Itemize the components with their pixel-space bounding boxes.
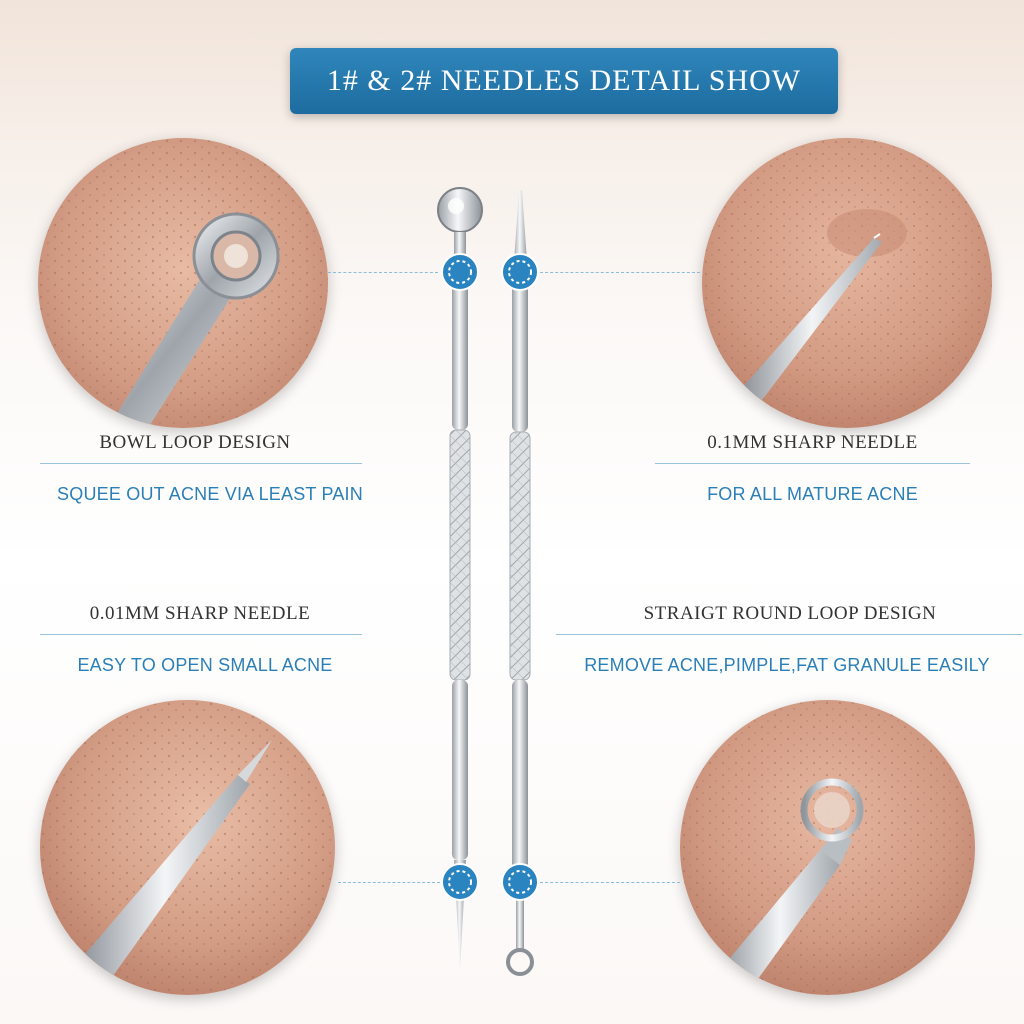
title-banner: 1# & 2# NEEDLES DETAIL SHOW xyxy=(290,48,838,114)
feature-desc-round-loop: REMOVE ACNE,PIMPLE,FAT GRANULE EASILY xyxy=(584,655,990,675)
grip-collar-icon xyxy=(441,253,539,901)
divider xyxy=(40,463,362,464)
divider xyxy=(40,634,362,635)
feature-desc-bowl-loop: SQUEE OUT ACNE VIA LEAST PAIN xyxy=(57,484,363,504)
feature-title-bowl-loop: BOWL LOOP DESIGN xyxy=(99,432,291,453)
feature-desc-sharp-needle: FOR ALL MATURE ACNE xyxy=(707,484,918,504)
tool-two xyxy=(506,190,534,976)
closeup-round-loop xyxy=(680,700,975,995)
banner-title: 1# & 2# NEEDLES DETAIL SHOW xyxy=(326,64,802,97)
closeup-fine-needle xyxy=(40,700,335,995)
closeup-sharp-needle xyxy=(702,138,992,428)
extractor-tools xyxy=(437,187,539,976)
connector-bottom-right xyxy=(540,882,680,883)
tool-one xyxy=(437,187,483,970)
feature-title-fine-needle: 0.01MM SHARP NEEDLE xyxy=(89,603,311,624)
connector-bottom-left xyxy=(338,882,440,883)
connector-top-left xyxy=(328,272,438,273)
feature-title-round-loop: STRAIGT ROUND LOOP DESIGN xyxy=(643,603,937,624)
divider xyxy=(556,634,1022,635)
connector-top-right xyxy=(540,272,700,273)
feature-desc-fine-needle: EASY TO OPEN SMALL ACNE xyxy=(77,655,333,675)
round-loop-tip-icon xyxy=(506,948,534,976)
feature-title-sharp-needle: 0.1MM SHARP NEEDLE xyxy=(707,432,918,453)
closeup-bowl-loop xyxy=(38,138,328,428)
divider xyxy=(655,463,970,464)
